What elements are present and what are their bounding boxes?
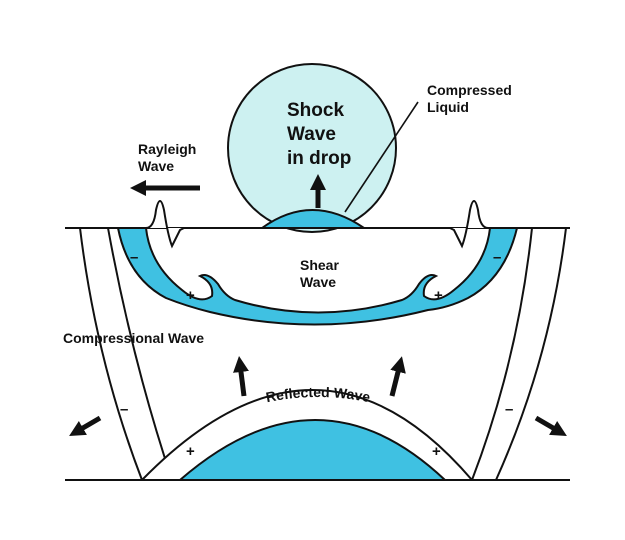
drop-circle — [227, 63, 397, 233]
compressed-liquid-label-line2: Liquid — [427, 99, 469, 115]
shear-wave-band — [116, 227, 519, 326]
plus-sign-shear-right: + — [434, 287, 443, 304]
plus-sign-reflected-left: + — [186, 443, 195, 460]
compressional-wave-label: Compressional Wave — [63, 330, 204, 346]
compressional-arrow-left — [69, 415, 102, 437]
rayleigh-wave-label-line1: Rayleigh — [138, 141, 196, 157]
compressed-liquid-lens — [258, 209, 368, 229]
reflected-arrow-left — [233, 356, 249, 397]
reflected-wave-label: Reflected Wave — [264, 384, 371, 405]
reflected-wave-dome — [177, 419, 448, 481]
shock-wave-label-line3: in drop — [287, 148, 351, 169]
shock-wave-label-line1: Shock — [287, 100, 344, 121]
rayleigh-wave-label-line2: Wave — [138, 158, 174, 174]
compressional-arrow-right — [534, 415, 567, 437]
plus-sign-shear-left: + — [186, 287, 195, 304]
compressed-liquid-leader — [344, 101, 419, 213]
compressed-liquid-label-line1: Compressed — [427, 82, 512, 98]
plus-sign-reflected-right: + — [432, 443, 441, 460]
reflected-arrow-right — [389, 356, 406, 397]
rayleigh-bump-right — [449, 200, 489, 249]
minus-sign-shear-right: – — [493, 249, 501, 266]
shear-wave-label-line1: Shear — [300, 257, 339, 273]
rayleigh-bump-left — [145, 200, 185, 249]
minus-sign-compressional-left: – — [120, 401, 128, 418]
minus-sign-compressional-right: – — [505, 401, 513, 418]
shock-wave-label-line2: Wave — [287, 124, 336, 145]
minus-sign-shear-left: – — [130, 249, 138, 266]
shear-wave-label-line2: Wave — [300, 274, 336, 290]
